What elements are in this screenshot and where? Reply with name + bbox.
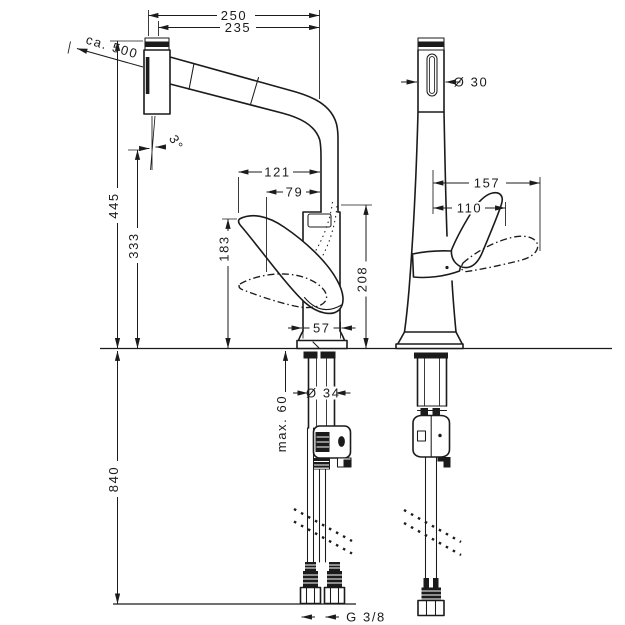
dim-label-dia30: Ø 30 (454, 75, 489, 90)
hose-break-marks (293, 507, 353, 555)
front-base-flange (395, 343, 464, 350)
dim-label-79: 79 (286, 185, 304, 200)
dimension-annotations: 250 235 ca. 500 3° 445 333 121 79 183 20… (67, 8, 541, 625)
dim-label-110: 110 (457, 201, 483, 216)
select-button-slot (426, 53, 438, 97)
pullout-spray-head (143, 37, 171, 115)
knurled-nut (313, 458, 330, 470)
dim-label-445: 445 (106, 192, 121, 219)
hose-connector-right (323, 562, 346, 605)
front-base-cone (396, 331, 464, 346)
dim-line-ca500 (76, 48, 144, 68)
front-hose-break-marks (403, 508, 462, 557)
dim-label-208: 208 (354, 266, 369, 293)
handle-lever (237, 214, 344, 315)
hose-connector-left (299, 562, 322, 605)
front-head (417, 37, 445, 113)
handle-screw (445, 265, 449, 270)
dim-label-57: 57 (313, 321, 331, 336)
dim-label-157: 157 (474, 176, 501, 191)
dim-label-333: 333 (126, 232, 141, 259)
handle-base (307, 213, 332, 228)
handle-lever-alt-position (238, 273, 328, 309)
front-body (403, 111, 457, 333)
front-mounting (414, 352, 448, 416)
spray-angle-lines (150, 115, 156, 171)
spray-head-button (145, 57, 150, 94)
hose-weight-block (412, 414, 451, 468)
dim-label-840: 840 (106, 466, 121, 493)
spout-seams (188, 62, 260, 106)
dim-label-dia34: Ø 34 (306, 386, 341, 401)
dim-label-angle: 3° (166, 132, 187, 153)
supply-hoses (306, 427, 327, 563)
front-view (395, 37, 539, 617)
dim-label-183: 183 (216, 235, 231, 262)
base-notch (312, 341, 320, 349)
dim-label-ca500: ca. 500 (84, 32, 140, 62)
mounting-block (312, 425, 352, 470)
front-hose-connector (417, 578, 445, 617)
front-handle-alt-position (460, 235, 539, 273)
front-hose (424, 456, 438, 583)
dim-label-250: 250 (221, 8, 248, 23)
base-flange (296, 339, 348, 350)
dim-label-max60: max. 60 (274, 395, 289, 452)
handle-pivot-cap (303, 296, 343, 311)
spout-arm (169, 56, 339, 213)
dim-label-235: 235 (225, 20, 252, 35)
dim-label-g38: G 3/8 (346, 610, 386, 625)
faucet-body (302, 211, 341, 332)
dim-label-121: 121 (264, 165, 291, 180)
side-view (113, 37, 356, 605)
